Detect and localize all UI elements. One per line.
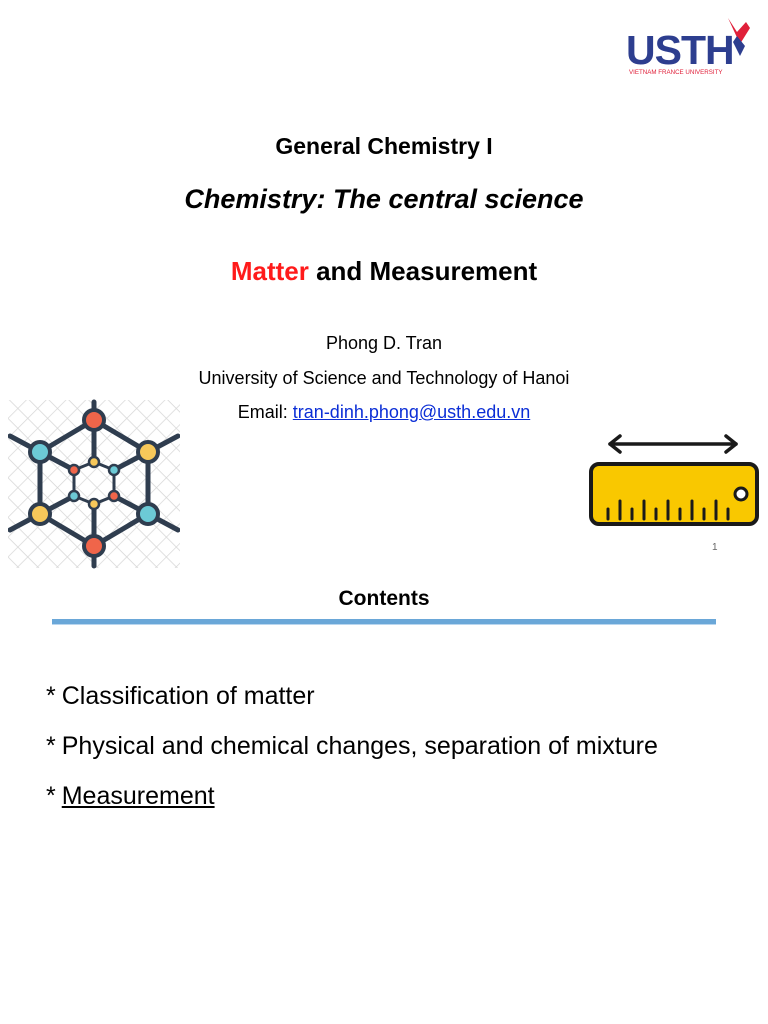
- author-name: Phong D. Tran: [325, 333, 443, 353]
- contents-heading: Contents: [338, 587, 430, 610]
- contents-item-text: Classification of matter: [61, 682, 315, 710]
- bullet: *: [46, 782, 56, 810]
- contents-divider: [52, 619, 716, 625]
- logo-wordmark: USTH: [626, 27, 734, 73]
- lecture-title-rest: and Measurement: [316, 256, 538, 286]
- email-link[interactable]: tran-dinh.phong@usth.edu.vn: [292, 402, 531, 422]
- list-item: *Classification of matter: [46, 676, 658, 726]
- lecture-title: Matter and Measurement: [0, 256, 768, 287]
- bullet: *: [46, 682, 56, 710]
- course-title: General Chemistry I: [275, 133, 493, 159]
- bullet: *: [46, 732, 56, 760]
- contents-item-link-measurement[interactable]: Measurement: [61, 782, 215, 810]
- ruler-icon: [589, 462, 759, 526]
- page-number: 1: [712, 542, 718, 553]
- lecture-title-highlight: Matter: [230, 256, 309, 286]
- molecule-structure-icon: [8, 399, 180, 569]
- usth-logo: USTH VIETNAM FRANCE UNIVERSITY: [626, 18, 750, 76]
- logo-subtitle: VIETNAM FRANCE UNIVERSITY: [629, 69, 723, 76]
- author-affiliation: University of Science and Technology of …: [198, 368, 570, 388]
- book-title: Chemistry: The central science: [184, 184, 584, 214]
- contents-item-text: Physical and chemical changes, separatio…: [61, 732, 658, 760]
- list-item: *Physical and chemical changes, separati…: [46, 726, 658, 776]
- logo-mark-blue: [733, 36, 745, 56]
- list-item: *Measurement: [46, 776, 658, 826]
- double-arrow-icon: [608, 434, 738, 454]
- email-line: Email: tran-dinh.phong@usth.edu.vn: [0, 402, 768, 423]
- logo-mark-red: [728, 18, 750, 44]
- email-label: Email:: [237, 402, 288, 422]
- contents-list: *Classification of matter *Physical and …: [46, 676, 658, 826]
